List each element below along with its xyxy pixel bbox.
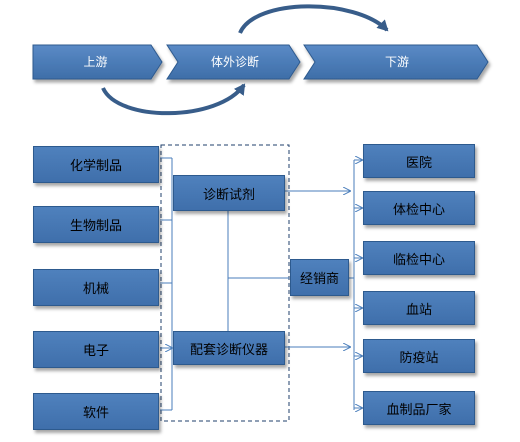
supplier-chemical: 化学制品	[33, 146, 159, 183]
chevron-ivd	[166, 44, 301, 80]
customer-health-check: 体检中心	[363, 191, 475, 225]
distributor-box: 经销商	[290, 259, 349, 296]
curve-arrow-bottom	[101, 83, 246, 116]
customer-hospital: 医院	[363, 144, 475, 178]
stage-chevrons	[32, 44, 489, 80]
products-dashed-frame	[160, 144, 290, 422]
chevron-downstream	[303, 44, 489, 80]
stage-ivd-label: 体外诊断	[210, 55, 259, 69]
supplier-software: 软件	[33, 393, 159, 430]
supplier-machinery: 机械	[33, 269, 159, 306]
connectors	[160, 158, 362, 410]
customer-blood-station: 血站	[363, 291, 475, 325]
stage-upstream-label: 上游	[83, 55, 108, 69]
supplier-electronics: 电子	[33, 331, 159, 368]
product-reagent: 诊断试剂	[173, 175, 285, 211]
chevron-upstream	[32, 44, 163, 80]
curve-arrow-top	[238, 4, 389, 34]
stage-downstream-label: 下游	[384, 55, 409, 69]
customer-clinical-lab: 临检中心	[363, 241, 475, 275]
customer-blood-products: 血制品厂家	[363, 391, 475, 425]
customer-epidemic-station: 防疫站	[363, 339, 475, 373]
product-instrument: 配套诊断仪器	[173, 331, 285, 365]
supplier-biological: 生物制品	[33, 206, 159, 243]
